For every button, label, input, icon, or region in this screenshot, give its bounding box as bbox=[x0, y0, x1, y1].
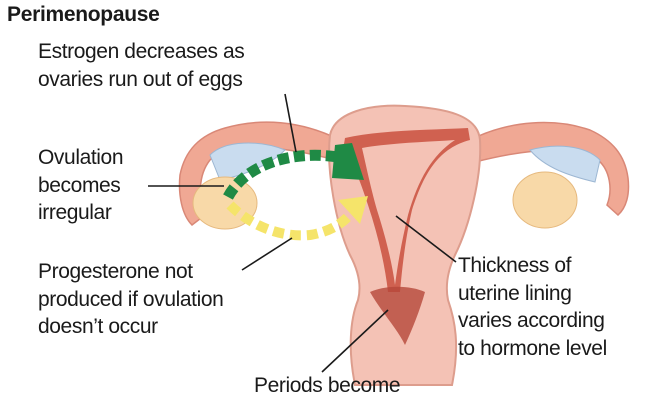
right-fimbria bbox=[529, 145, 601, 183]
left-fimbria bbox=[209, 142, 286, 181]
right-ovary bbox=[512, 171, 578, 229]
thickness-label: Thickness of uterine lining varies accor… bbox=[458, 252, 607, 362]
label-line: produced if ovulation bbox=[38, 287, 224, 311]
estrogen-arrowhead bbox=[332, 143, 364, 180]
label-line: ovaries run out of eggs bbox=[38, 67, 243, 91]
label-line: Estrogen decreases as bbox=[38, 40, 245, 63]
cervix-bleeding bbox=[370, 286, 425, 345]
label-line: Periods become bbox=[254, 374, 401, 397]
page-title: Perimenopause bbox=[7, 3, 160, 26]
periods-label: Periods become bbox=[254, 372, 401, 400]
label-line: Ovulation bbox=[38, 146, 124, 169]
estrogen-arrow bbox=[223, 149, 339, 200]
label-line: varies according bbox=[458, 309, 605, 332]
label-line: doesn’t occur bbox=[38, 315, 158, 338]
label-line: uterine lining bbox=[458, 281, 572, 305]
ovulation-label: Ovulation becomes irregular bbox=[38, 144, 124, 227]
label-line: becomes bbox=[38, 173, 121, 197]
estrogen-label: Estrogen decreases as ovaries run out of… bbox=[38, 38, 245, 93]
label-line: to hormone level bbox=[458, 336, 607, 360]
uterine-cavity bbox=[362, 140, 455, 285]
progesterone-arrowhead bbox=[338, 196, 368, 224]
progesterone-label: Progesterone not produced if ovulation d… bbox=[38, 258, 224, 341]
left-ovary bbox=[192, 176, 258, 230]
label-line: Progesterone not bbox=[38, 260, 193, 283]
progesterone-arrow bbox=[226, 201, 357, 241]
label-line: Thickness of bbox=[458, 254, 572, 277]
leader-lines bbox=[148, 93, 457, 373]
label-line: irregular bbox=[38, 201, 112, 224]
